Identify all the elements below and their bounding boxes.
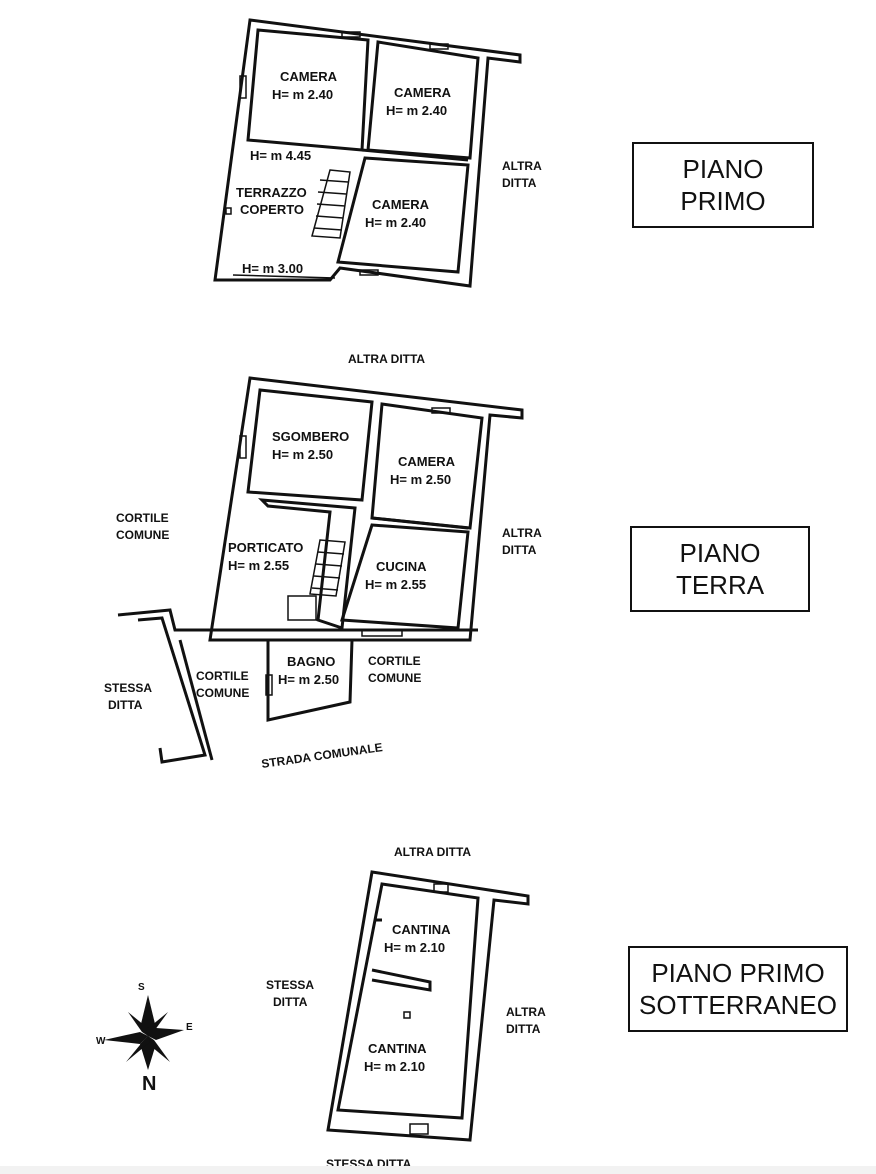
neighbor-label: ALTRA — [502, 526, 542, 540]
room-height: H= m 2.10 — [384, 940, 445, 955]
room-height: H= m 2.50 — [272, 447, 333, 462]
neighbor-label: COMUNE — [368, 671, 421, 685]
neighbor-label: ALTRA DITTA — [348, 352, 425, 366]
room-name-2: COPERTO — [240, 202, 304, 217]
room-name: CANTINA — [368, 1041, 427, 1056]
room-name: CAMERA — [372, 197, 430, 212]
plan-piano-terra: ALTRA DITTA SGOMBERO H= m 2.50 CAMERA H=… — [104, 352, 542, 771]
room-name: CANTINA — [392, 922, 451, 937]
neighbor-label: CORTILE — [368, 654, 421, 668]
neighbor-label: DITTA — [273, 995, 308, 1009]
neighbor-label: DITTA — [502, 176, 537, 190]
height-label: H= m 3.00 — [242, 261, 303, 276]
compass-w: W — [96, 1036, 106, 1047]
room-name: SGOMBERO — [272, 429, 349, 444]
floor-title-line: SOTTERRANEO — [639, 990, 837, 1020]
floor-title-line: PIANO — [679, 538, 761, 568]
neighbor-label: ALTRA — [506, 1005, 546, 1019]
plan-piano-primo: CAMERA H= m 2.40 CAMERA H= m 2.40 CAMERA… — [213, 18, 542, 288]
compass-rose-icon: S E W N — [96, 982, 193, 1095]
plan-piano-sotterraneo: ALTRA DITTA CANTINA H= m 2.10 CANTINA H=… — [266, 845, 546, 1171]
stair-ground-floor — [287, 539, 346, 621]
room-height: H= m 2.55 — [365, 577, 426, 592]
room-name: CAMERA — [280, 69, 338, 84]
room-name: PORTICATO — [228, 540, 303, 555]
floor-title-line: PRIMO — [680, 186, 766, 216]
room-height: H= m 2.50 — [390, 472, 451, 487]
room-height: H= m 2.40 — [386, 103, 447, 118]
room-name: TERRAZZO — [236, 185, 307, 200]
room-height: H= m 2.50 — [278, 672, 339, 687]
compass-e: E — [186, 1022, 193, 1033]
neighbor-label: DITTA — [502, 543, 537, 557]
floor-title-line: PIANO — [682, 154, 764, 184]
neighbor-label: CORTILE — [116, 511, 169, 525]
floor-title-line: PIANO PRIMO — [651, 958, 825, 988]
bottom-bar — [0, 1166, 876, 1174]
room-height: H= m 2.40 — [272, 87, 333, 102]
floor-title-piano-sotterraneo: PIANO PRIMO SOTTERRANEO — [628, 946, 848, 1032]
room-name: BAGNO — [287, 654, 335, 669]
neighbor-label: STESSA — [104, 681, 152, 695]
neighbor-label: ALTRA — [502, 159, 542, 173]
neighbor-label: CORTILE — [196, 669, 249, 683]
floor-title-line: TERRA — [675, 570, 765, 600]
room-height: H= m 2.10 — [364, 1059, 425, 1074]
floor-title-piano-primo: PIANO PRIMO — [632, 142, 814, 228]
height-label: H= m 4.45 — [250, 148, 311, 163]
room-height: H= m 2.55 — [228, 558, 289, 573]
road-label: STRADA COMUNALE — [260, 740, 383, 771]
neighbor-label: ALTRA DITTA — [394, 845, 471, 859]
neighbor-label: STESSA — [266, 978, 314, 992]
neighbor-label: DITTA — [108, 698, 143, 712]
room-height: H= m 2.40 — [365, 215, 426, 230]
floor-title-piano-terra: PIANO TERRA — [630, 526, 810, 612]
neighbor-label: DITTA — [506, 1022, 541, 1036]
room-name: CUCINA — [376, 559, 427, 574]
neighbor-label: COMUNE — [116, 528, 169, 542]
neighbor-label: COMUNE — [196, 686, 249, 700]
room-name: CAMERA — [398, 454, 456, 469]
compass-s: S — [138, 982, 145, 993]
stair-first-floor — [311, 169, 351, 239]
compass-n: N — [142, 1073, 156, 1095]
room-name: CAMERA — [394, 85, 452, 100]
